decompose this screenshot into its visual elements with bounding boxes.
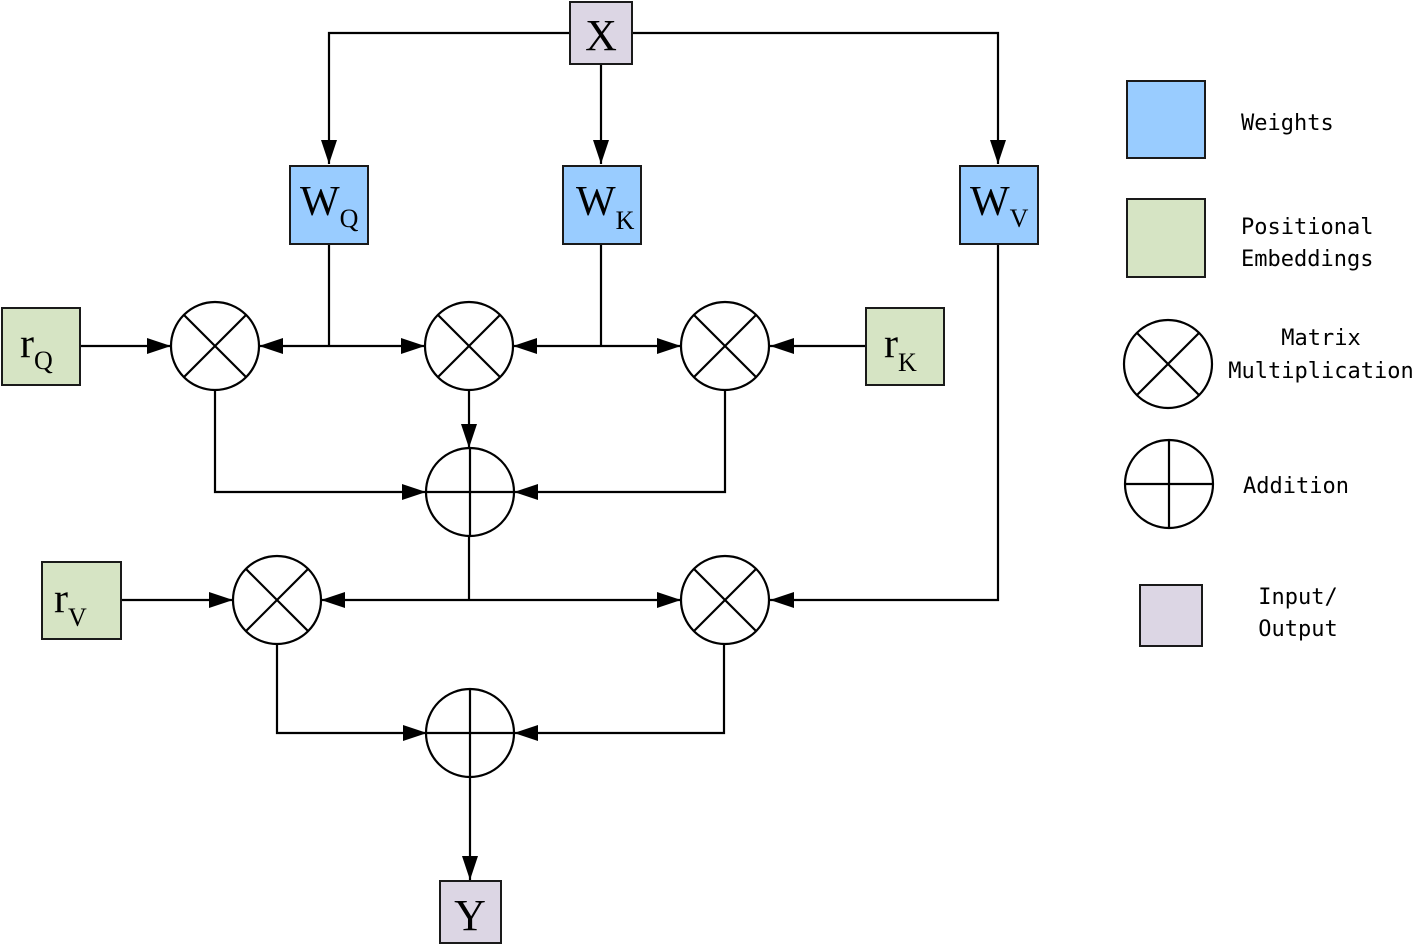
embedding-rk-main: r	[884, 321, 898, 367]
legend-weights-label: Weights	[1241, 111, 1334, 136]
wire-m1-a1	[213, 390, 426, 500]
weight-wv: WV	[959, 165, 1039, 245]
output-y: Y	[439, 880, 502, 944]
embedding-rv-sub: V	[68, 603, 87, 632]
legend-io-swatch	[1139, 584, 1203, 647]
embedding-rq-label: rQ	[20, 321, 53, 375]
weight-wq-box	[289, 165, 369, 245]
weight-wq-label: WQ	[300, 179, 359, 233]
legend-embeddings-label-1: Positional	[1241, 215, 1373, 240]
embedding-rv: rV	[41, 561, 122, 640]
legend: Weights Positional Embeddings Matrix Mul…	[1122, 80, 1414, 647]
add-node-2	[424, 687, 516, 779]
weight-wk-main: W	[576, 179, 616, 225]
weight-wq-main: W	[300, 179, 340, 225]
legend-embeddings-label-2: Embeddings	[1241, 247, 1373, 272]
multiply-node-1	[169, 300, 261, 392]
input-x-label: X	[585, 11, 617, 60]
weight-wv-box	[959, 165, 1039, 245]
legend-matmul: Matrix Multiplication	[1122, 318, 1414, 410]
wire-x-wq	[321, 31, 570, 164]
wire-m4-a2	[275, 644, 427, 741]
wire-m5-a2	[514, 644, 726, 741]
wire-m3-a1	[514, 390, 727, 500]
add-node-1	[424, 446, 516, 538]
embedding-rq: rQ	[1, 307, 81, 386]
embedding-rq-box	[1, 307, 81, 386]
connections	[80, 31, 1006, 880]
embedding-rq-main: r	[20, 321, 34, 367]
multiply-node-5	[679, 554, 771, 646]
embedding-rv-label: rV	[54, 576, 87, 632]
wire-wv-m5	[770, 244, 1000, 608]
input-x: X	[569, 1, 633, 65]
weight-wq: WQ	[289, 165, 369, 245]
weight-wv-main: W	[970, 179, 1010, 225]
embedding-rq-sub: Q	[34, 346, 53, 375]
weight-wk-label: WK	[576, 179, 635, 235]
legend-embeddings: Positional Embeddings	[1126, 198, 1373, 278]
multiply-node-2	[423, 300, 515, 392]
embedding-rk-box	[865, 307, 945, 386]
weight-wk-sub: K	[616, 206, 635, 235]
embedding-rk: rK	[865, 307, 945, 386]
legend-addition: Addition	[1123, 438, 1349, 530]
legend-matmul-label-2: Multiplication	[1228, 359, 1413, 384]
embedding-rk-label: rK	[884, 321, 917, 377]
legend-addition-label: Addition	[1243, 474, 1349, 499]
multiply-node-3	[679, 300, 771, 392]
wire-x-wv	[632, 31, 1006, 164]
legend-embeddings-swatch	[1126, 198, 1206, 278]
weight-wk: WK	[562, 165, 642, 245]
weight-wq-sub: Q	[340, 204, 359, 233]
legend-matmul-label-1: Matrix	[1281, 326, 1360, 351]
legend-weights: Weights	[1126, 80, 1334, 159]
legend-io-label-1: Input/	[1258, 585, 1337, 610]
embedding-rv-box	[41, 561, 122, 640]
legend-io-label-2: Output	[1258, 617, 1337, 642]
weight-wv-label: WV	[970, 179, 1029, 233]
embedding-rk-sub: K	[898, 348, 917, 377]
weight-wk-box	[562, 165, 642, 245]
embedding-rv-main: r	[54, 576, 68, 622]
weight-wv-sub: V	[1010, 204, 1029, 233]
output-y-label: Y	[454, 891, 486, 940]
legend-weights-swatch	[1126, 80, 1206, 159]
legend-io: Input/ Output	[1139, 584, 1338, 647]
output-y-box	[439, 880, 502, 944]
input-x-box	[569, 1, 633, 65]
multiply-node-4	[231, 554, 323, 646]
